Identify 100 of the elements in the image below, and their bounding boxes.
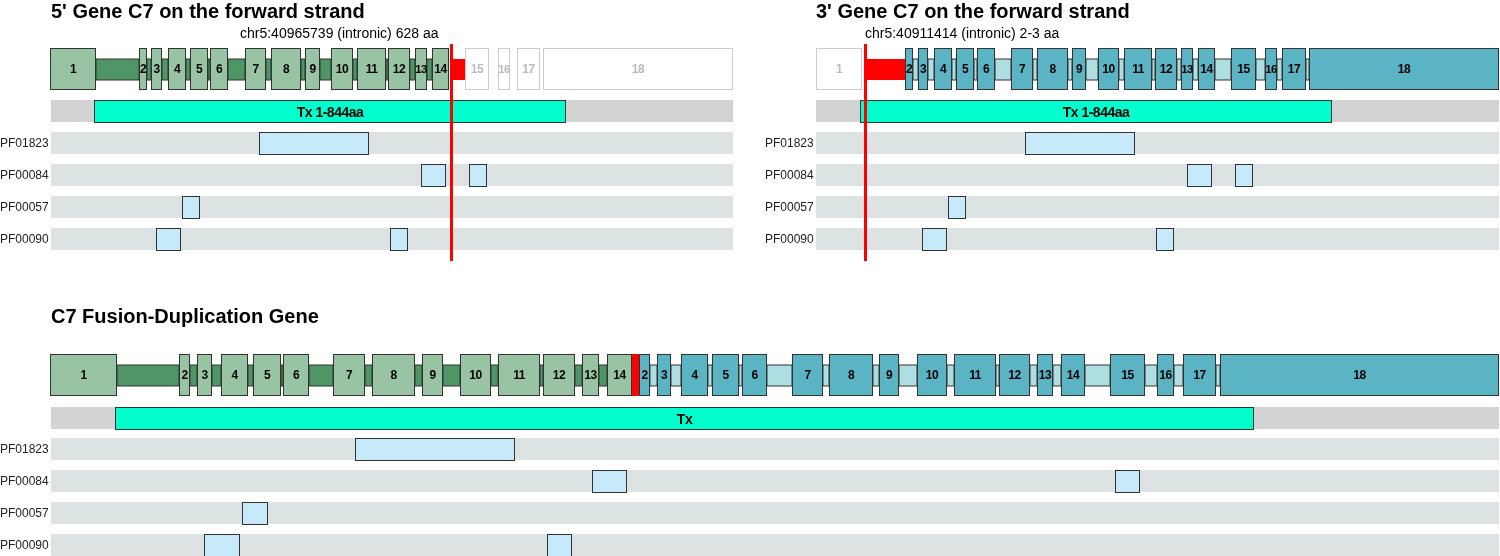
exon-box: 10 — [331, 48, 353, 90]
exon-box: 12 — [388, 48, 410, 90]
intron-bar — [898, 364, 918, 387]
exon-box: 17 — [517, 48, 540, 90]
intron-bar — [670, 364, 682, 387]
exon-box: 5 — [712, 354, 739, 396]
exon-box: 7 — [333, 354, 365, 396]
exon-box: 6 — [977, 48, 995, 90]
transcript-bar: Tx 1-844aa — [94, 100, 566, 123]
exon-box: 14 — [432, 48, 449, 90]
exon-box: 5 — [190, 48, 208, 90]
exon-box: 9 — [1072, 48, 1086, 90]
exon-box: 16 — [1157, 354, 1174, 396]
exon-box: 18 — [1220, 354, 1499, 396]
exon-box: 4 — [934, 48, 952, 90]
intron-bar — [414, 364, 423, 387]
exon-box: 7 — [245, 48, 266, 90]
intron-bar — [1173, 364, 1184, 387]
domain-box — [1025, 132, 1135, 155]
domain-label: PF00057 — [765, 200, 814, 214]
domain-label: PF00057 — [0, 200, 49, 214]
intron-bar — [442, 364, 461, 387]
domain-box — [1187, 164, 1212, 187]
domain-label: PF00090 — [0, 232, 49, 246]
exon-box: 10 — [460, 354, 491, 396]
intron-bar — [927, 58, 935, 81]
exon-box: 17 — [1183, 354, 1216, 396]
exon-box: 3 — [918, 48, 928, 90]
exon-box: 6 — [742, 354, 767, 396]
intron-bar — [1029, 364, 1038, 387]
domain-box — [204, 534, 240, 556]
intron-bar — [1255, 58, 1266, 81]
exon-box: 13 — [1037, 354, 1053, 396]
exon-box: 9 — [879, 354, 899, 396]
exon-box: 16 — [498, 48, 510, 90]
exon-box: 12 — [543, 354, 575, 396]
exon-box: 11 — [357, 48, 386, 90]
exon-box: 15 — [465, 48, 489, 90]
exon-box: 18 — [543, 48, 733, 90]
intron-bar — [161, 58, 169, 81]
exon-box: 18 — [1309, 48, 1499, 90]
domain-box — [1235, 164, 1253, 187]
domain-label: PF00090 — [0, 538, 49, 552]
exon-box: 15 — [1231, 48, 1256, 90]
intron-bar — [1085, 58, 1099, 81]
exon-box: 2 — [179, 354, 190, 396]
exon-box: 3 — [151, 48, 162, 90]
intron-bar — [872, 364, 880, 387]
exon-box: 7 — [792, 354, 823, 396]
exon-box: 1 — [50, 354, 117, 396]
domain-label: PF01823 — [0, 136, 49, 150]
domain-box — [421, 164, 446, 187]
exon-box: 5 — [956, 48, 974, 90]
intron-bar — [1214, 58, 1232, 81]
domain-box — [1115, 470, 1140, 493]
domain-box — [355, 438, 515, 461]
intron-bar — [649, 364, 658, 387]
breakpoint-label: chr5:40965739 (intronic) 628 aa — [240, 25, 439, 41]
intron-bar — [946, 364, 955, 387]
exon-box: 6 — [283, 354, 309, 396]
domain-box — [1156, 228, 1174, 251]
domain-box — [182, 196, 200, 219]
domain-box — [948, 196, 966, 219]
exon-box: 8 — [271, 48, 301, 90]
exon-box: 12 — [999, 354, 1030, 396]
intron-bar — [822, 364, 830, 387]
panel-title: 3' Gene C7 on the forward strand — [816, 0, 1130, 22]
exon-box: 1 — [816, 48, 862, 90]
exon-box: 3 — [657, 354, 671, 396]
intron-bar — [319, 58, 332, 81]
domain-box — [469, 164, 487, 187]
domain-label: PF01823 — [0, 442, 49, 456]
intron-bar — [189, 364, 198, 387]
domain-label: PF00084 — [0, 474, 49, 488]
exon-box: 7 — [1011, 48, 1033, 90]
intron-bar — [766, 364, 793, 387]
intron-bar — [994, 58, 1012, 81]
domain-label: PF00084 — [765, 168, 814, 182]
intron-bar — [574, 364, 583, 387]
intron-bar — [1052, 364, 1062, 387]
exon-box: 11 — [954, 354, 996, 396]
exon-box: 4 — [168, 48, 186, 90]
exon-box: 10 — [1098, 48, 1119, 90]
exon-box: 17 — [1282, 48, 1306, 90]
domain-box — [242, 502, 268, 525]
breakpoint-label: chr5:40911414 (intronic) 2-3 aa — [865, 25, 1060, 41]
exon-box: 9 — [422, 354, 443, 396]
panel-title: 5' Gene C7 on the forward strand — [51, 0, 365, 22]
domain-label: PF01823 — [765, 136, 814, 150]
intron-bar — [95, 58, 140, 81]
exon-box: 6 — [210, 48, 228, 90]
exon-box: 14 — [1198, 48, 1215, 90]
exon-box: 12 — [1155, 48, 1177, 90]
exon-box: 15 — [1110, 354, 1145, 396]
intron-bar — [211, 364, 222, 387]
exon-box: 14 — [607, 354, 632, 396]
intron-bar — [1084, 364, 1111, 387]
breakpoint-segment — [632, 354, 639, 396]
exon-box: 14 — [1061, 354, 1085, 396]
intron-bar — [1144, 364, 1158, 387]
